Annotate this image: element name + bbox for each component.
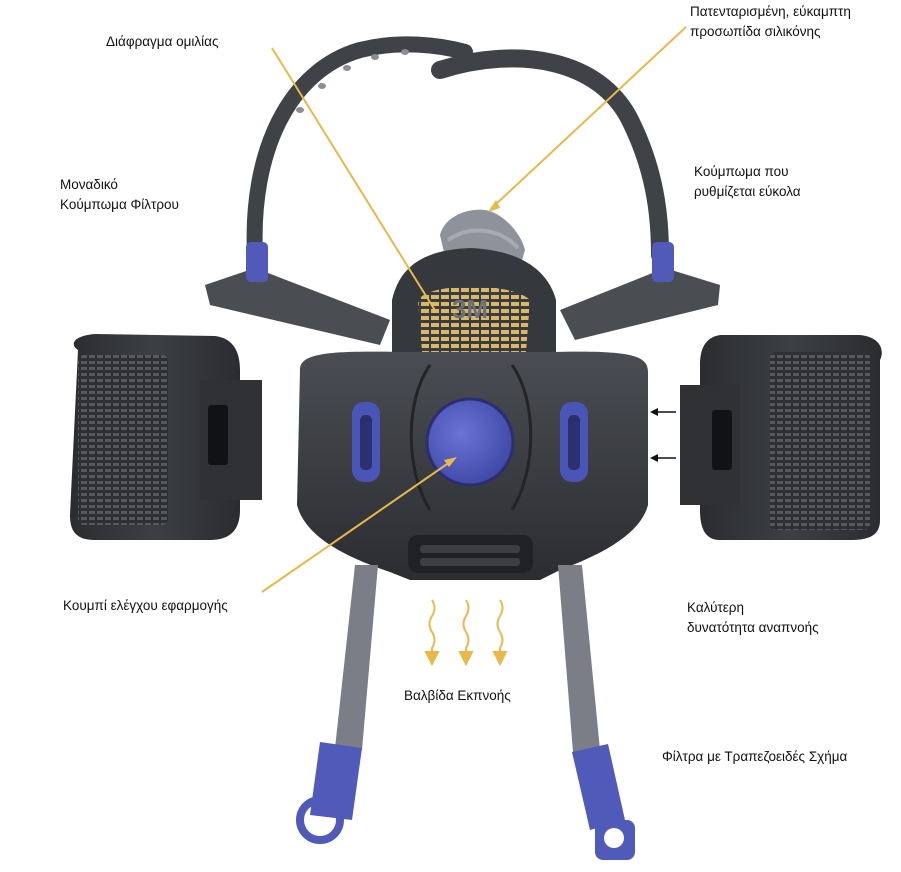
right-buckle [652, 242, 674, 282]
exhalation-valve-cover [408, 535, 533, 573]
left-lower-strap [335, 565, 378, 750]
label-fit-check: Κουμπί ελέγχου εφαρμογής [63, 596, 228, 616]
filter-cartridge-right [680, 335, 882, 540]
label-breathability-line2: δυνατότητα αναπνοής [687, 620, 819, 635]
label-trapezoid-filters: Φίλτρα με Τραπεζοειδές Σχήμα [662, 747, 847, 767]
label-filter-lock-line2: Κούμπωμα Φίλτρου [60, 197, 179, 212]
leader-fit-check [261, 461, 451, 593]
label-silicone-seal-line2: προσωπίδα σιλικόνης [690, 24, 821, 39]
left-buckle [246, 242, 268, 282]
label-strap-buckle-line1: Κούμπωμα που [694, 164, 789, 179]
label-exhalation-valve-text: Βαλβίδα Εκπνοής [404, 688, 511, 703]
label-breathability-line1: Καλύτερη [687, 600, 744, 615]
label-speech-diaphragm: Διάφραγμα ομιλίας [106, 32, 219, 52]
label-speech-diaphragm-text: Διάφραγμα ομιλίας [106, 34, 219, 49]
label-strap-buckle-line2: ρυθμίζεται εύκολα [694, 184, 801, 199]
label-trapezoid-filters-text: Φίλτρα με Τραπεζοειδές Σχήμα [662, 749, 848, 764]
label-filter-lock-line1: Μοναδικό [60, 177, 118, 192]
label-silicone-seal-line1: Πατενταρισμένη, εύκαμπτη [690, 4, 851, 19]
exhalation-arrows [424, 599, 508, 667]
brand-mark: 3M [452, 294, 488, 324]
leader-lines [261, 26, 687, 593]
label-breathability: Καλύτερη δυνατότητα αναπνοής [687, 598, 819, 638]
right-lower-strap [558, 565, 600, 752]
leader-speech-diaphragm [271, 47, 437, 313]
filter-cartridge-left [70, 334, 262, 540]
head-harness [205, 36, 720, 345]
label-exhalation-valve: Βαλβίδα Εκπνοής [404, 686, 511, 706]
airflow-arrows [650, 408, 676, 462]
leader-silicone-seal [494, 26, 687, 206]
speech-diaphragm-grill [418, 286, 530, 352]
label-filter-lock: Μοναδικό Κούμπωμα Φίλτρου [60, 175, 179, 215]
label-silicone-seal: Πατενταρισμένη, εύκαμπτη προσωπίδα σιλικ… [690, 2, 851, 42]
right-neck-clip [572, 744, 635, 860]
left-neck-clip [296, 742, 362, 844]
label-fit-check-text: Κουμπί ελέγχου εφαρμογής [63, 598, 228, 613]
label-strap-buckle: Κούμπωμα που ρυθμίζεται εύκολα [694, 162, 801, 202]
